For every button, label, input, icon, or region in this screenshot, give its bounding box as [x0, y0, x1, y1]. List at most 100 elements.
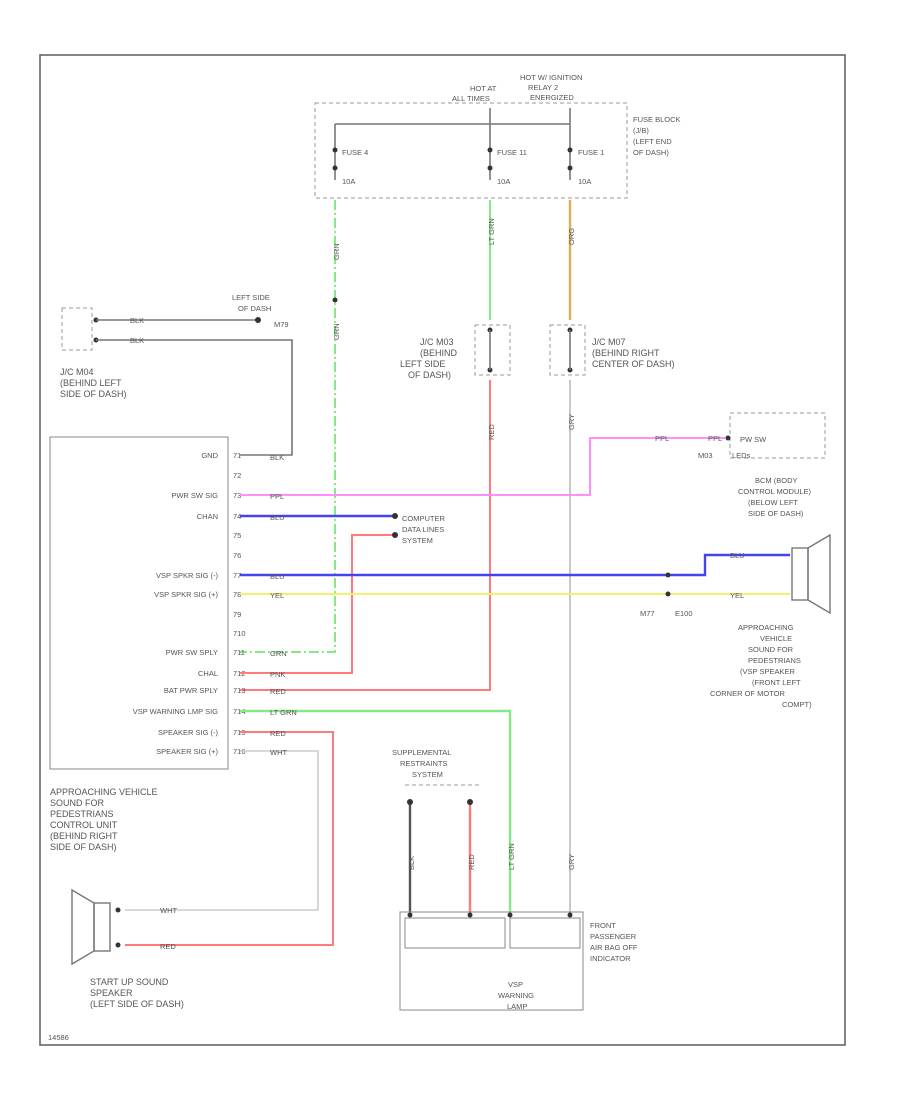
ground-m79-label-1: LEFT SIDE — [232, 293, 270, 302]
lamp-label-3: AIR BAG OFF — [590, 943, 638, 952]
pwr-switch-sub: LEDs — [732, 451, 751, 460]
lamp-module-srs-section — [404, 917, 506, 949]
control-unit-label-3: PEDESTRIANS — [50, 809, 114, 819]
bcm-label-4: SIDE OF DASH) — [748, 509, 804, 518]
wire-m07-label-1: GRY — [567, 414, 576, 430]
control-unit-pin-number-0: 71 — [233, 451, 241, 460]
control-unit-pin-number-3: 74 — [233, 512, 241, 521]
control-unit-pin-name-7: BAT PWR SPLY — [164, 686, 218, 695]
lamp-module-vsp-section — [509, 917, 581, 949]
wire-chan-label: BLU — [270, 513, 285, 522]
control-unit-outline — [49, 436, 229, 770]
jc-m07-label-1: J/C M07 — [592, 337, 626, 347]
wire-fuse4-label-2: GRN — [332, 323, 341, 340]
fuse-1-terminal-top — [567, 147, 573, 153]
wire-m03-red — [240, 380, 491, 691]
control-unit-pin-name-5: PWR SW SPLY — [166, 648, 218, 657]
connector-e100-label: E100 — [675, 609, 693, 618]
wire-vsp-neg-label-right: BLU — [730, 551, 745, 560]
control-unit-pin-name-6: CHAL — [198, 669, 218, 678]
wire-spkr-pos-label: WHT — [270, 748, 287, 757]
lamp-label-1: FRONT — [590, 921, 616, 930]
lamp-inner-3: LAMP — [507, 1002, 527, 1011]
wire-vsp-neg-label: BLU — [270, 572, 285, 581]
jc-m03: J/C M03 (BEHIND LEFT SIDE OF DASH) — [400, 324, 511, 380]
control-unit-label-2: SOUND FOR — [50, 798, 105, 808]
wire-spkr-neg-label-bottom: RED — [160, 942, 176, 951]
jc-m04-label-1: J/C M04 — [60, 367, 94, 377]
control-unit-pin-name-3: VSP SPKR SIG (-) — [156, 571, 218, 580]
jc-m04-outline — [61, 307, 93, 351]
lamp-inner-2: WARNING — [498, 991, 534, 1000]
ext-speaker-label-2: VEHICLE — [760, 634, 792, 643]
data-lines-label-2: DATA LINES — [402, 525, 444, 534]
ext-speaker-label-5: (VSP SPEAKER — [740, 667, 795, 676]
control-unit-pin-name-0: GND — [201, 451, 218, 460]
pwr-switch-label: PW SW — [740, 435, 767, 444]
wire-gnd-label: BLK — [270, 453, 284, 462]
srs-pin-2 — [467, 799, 473, 805]
startup-speaker-label-3: (LEFT SIDE OF DASH) — [90, 999, 184, 1009]
fuse-block-label-4: OF DASH) — [633, 148, 669, 157]
lamp-pin-1 — [407, 912, 413, 918]
startup-speaker: START UP SOUND SPEAKER (LEFT SIDE OF DAS… — [71, 888, 184, 1009]
control-unit-pin-number-1: 72 — [233, 471, 241, 480]
data-lines-node-1 — [392, 513, 398, 519]
control-unit-pin-name-2: CHAN — [197, 512, 218, 521]
wire-pwr-sw-sig-ppl — [240, 437, 725, 496]
lamp-inner-1: VSP — [508, 980, 523, 989]
srs: SUPPLEMENTAL RESTRAINTS SYSTEM BLK RED — [392, 748, 480, 912]
wire-srs-red-label: RED — [467, 854, 476, 870]
fuse-block-outline — [314, 102, 628, 199]
wire-chal-pnk — [240, 534, 395, 674]
pwr-switch: PW SW LEDs M03 — [698, 412, 826, 460]
supply-label-ign-3: ENERGIZED — [530, 93, 574, 102]
control-unit-pin-name-9: SPEAKER SIG (-) — [158, 728, 219, 737]
wire-fuse4-grn — [240, 200, 336, 653]
diagram-frame — [39, 54, 846, 1046]
pwr-switch-pin — [725, 435, 731, 441]
wire-spkr-pos-label-bottom: WHT — [160, 906, 177, 915]
bcm-label-2: CONTROL MODULE) — [738, 487, 812, 496]
control-unit-pin-name-4: VSP SPKR SIG (+) — [154, 590, 218, 599]
control-unit-pin-number-8: 79 — [233, 610, 241, 619]
control-unit-pin-number-13: 714 — [233, 707, 246, 716]
wire-vsp-pos-label: YEL — [270, 591, 284, 600]
startup-speaker-cone — [71, 888, 95, 966]
pwr-switch-node: M03 — [698, 451, 713, 460]
lamp-pin-3 — [507, 912, 513, 918]
jc-m04-wire-label-1: BLK — [130, 316, 144, 325]
lamp-label-2: PASSENGER — [590, 932, 637, 941]
fuse-4-terminal-top — [332, 147, 338, 153]
ext-speaker-label-4: PEDESTRIANS — [748, 656, 801, 665]
supply-label-ign-2: RELAY 2 — [528, 83, 558, 92]
fuse-4-rating: 10A — [342, 177, 355, 186]
control-unit-label-5: (BEHIND RIGHT — [50, 831, 118, 841]
lamp-module-outline — [399, 911, 584, 1011]
fuse-block-label-3: (LEFT END — [633, 137, 672, 146]
control-unit-pin-number-12: 713 — [233, 686, 246, 695]
ground-m79-label-2: OF DASH — [238, 304, 271, 313]
srs-label-2: RESTRAINTS — [400, 759, 448, 768]
control-unit-pin-number-7: 78 — [233, 590, 241, 599]
ext-speaker-label-3: SOUND FOR — [748, 645, 794, 654]
ext-speaker-label-7: CORNER OF MOTOR — [710, 689, 785, 698]
figure-id: 14586 — [48, 1033, 69, 1042]
splice-fuse4 — [332, 297, 338, 303]
control-unit-pin-number-5: 76 — [233, 551, 241, 560]
jc-m04-wire-label-2: BLK — [130, 336, 144, 345]
supply-label-hot-2: ALL TIMES — [452, 94, 490, 103]
bcm-label-1: BCM (BODY — [755, 476, 798, 485]
fuse-11-terminal-bottom — [487, 165, 493, 171]
connector-m77-label: M77 — [640, 609, 655, 618]
control-unit-label-1: APPROACHING VEHICLE — [50, 787, 158, 797]
jc-m03-label-2: (BEHIND — [420, 348, 458, 358]
wire-fuse11-label: LT GRN — [487, 218, 496, 245]
control-unit-pin-name-8: VSP WARNING LMP SIG — [133, 707, 218, 716]
control-unit-pin-number-2: 73 — [233, 491, 241, 500]
fuse-4-name: FUSE 4 — [342, 148, 368, 157]
fuse-block-label-1: FUSE BLOCK — [633, 115, 681, 124]
wire-pwr-sw-sply-label: GRN — [270, 649, 287, 658]
fuse-4-terminal-bottom — [332, 165, 338, 171]
